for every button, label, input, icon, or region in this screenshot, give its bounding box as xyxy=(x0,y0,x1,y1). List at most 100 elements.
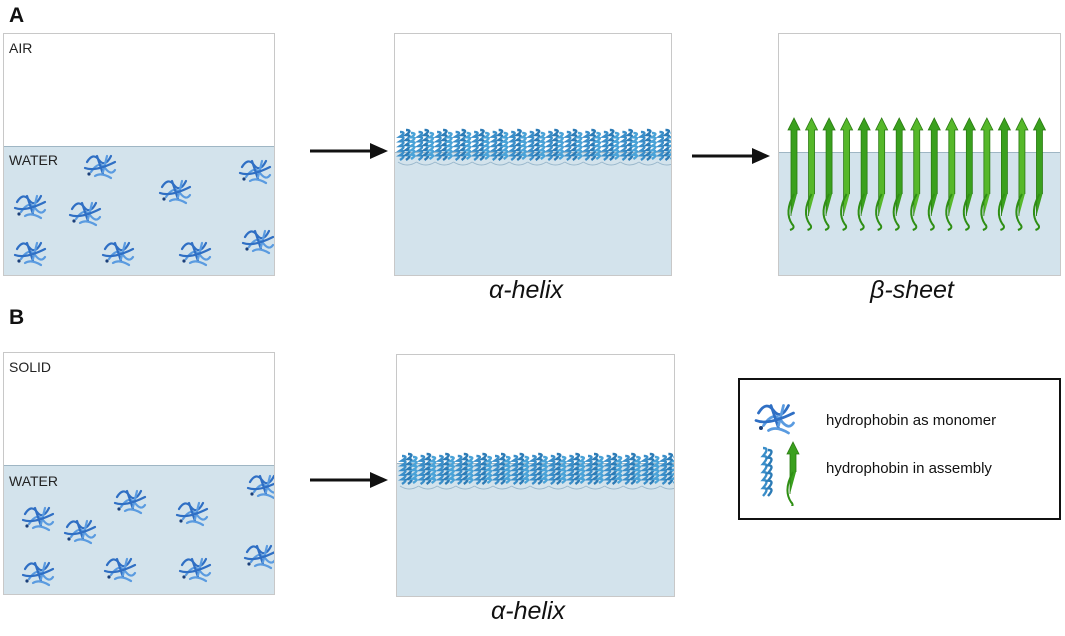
air-water-helix-box xyxy=(394,33,672,276)
helix-loop xyxy=(434,161,454,166)
monomer-legend-icon xyxy=(754,404,795,435)
monomer-strand xyxy=(248,178,268,185)
helix-loop xyxy=(660,485,674,490)
beta-strand xyxy=(839,117,854,216)
monomer-strand xyxy=(187,501,197,523)
helix-coil xyxy=(439,128,448,161)
monomer-strand xyxy=(123,508,143,515)
hydrophobin-monomer xyxy=(21,561,55,587)
helix-coil xyxy=(460,452,469,485)
arrow-a1 xyxy=(310,143,388,159)
monomer-strand xyxy=(113,495,147,506)
monomer-strand xyxy=(168,198,188,205)
monomer-strand xyxy=(255,544,265,566)
monomer-strand xyxy=(95,154,105,176)
monomer-strand xyxy=(31,580,51,587)
helix-unit xyxy=(565,452,587,490)
monomer-strand xyxy=(80,201,90,223)
helix-unit xyxy=(525,128,547,166)
monomer-strand xyxy=(258,474,268,496)
helix-loop xyxy=(545,161,566,166)
solid-water-initial-box: SOLID WATER xyxy=(3,352,275,595)
monomer-node xyxy=(17,212,21,216)
helix-coil xyxy=(457,128,467,161)
monomer-node xyxy=(247,562,251,566)
helix-coil xyxy=(538,455,548,485)
helix-coil xyxy=(569,128,578,161)
helix-unit xyxy=(618,128,640,166)
helix-coil xyxy=(643,128,652,161)
beta-loop xyxy=(1032,193,1041,231)
monomer-strand xyxy=(190,241,200,263)
monomer-node xyxy=(67,537,71,541)
water-region xyxy=(4,146,274,275)
helix-coil xyxy=(480,131,490,161)
monomer-strand xyxy=(21,512,55,523)
monomer-strand xyxy=(25,194,35,216)
helix-unit xyxy=(472,452,494,490)
beta-hairpin xyxy=(892,117,906,231)
helix-loop xyxy=(416,161,436,166)
helix-coil xyxy=(402,128,411,161)
helix-coil xyxy=(478,452,488,485)
monomer-strand xyxy=(131,489,139,509)
hydrophobin-monomer xyxy=(241,229,274,255)
water-region xyxy=(397,463,674,596)
monomer-strand xyxy=(101,154,109,174)
helix-coil xyxy=(534,452,543,485)
beta-strand xyxy=(910,117,924,216)
alpha-helix-caption-b: α-helix xyxy=(491,597,565,625)
helix-coil xyxy=(497,452,506,485)
monomer-node xyxy=(179,519,183,523)
helix-unit xyxy=(398,452,419,490)
beta-strand xyxy=(980,117,994,216)
helix-coil xyxy=(515,452,525,485)
helix-loop xyxy=(585,485,605,490)
helix-unit xyxy=(435,452,457,490)
helix-coil xyxy=(483,455,493,485)
monomer-strand xyxy=(754,411,795,424)
legend-box: hydrophobin as monomer hydrophobin in as… xyxy=(738,378,1061,520)
beta-strand xyxy=(892,117,906,216)
hydrophobin-monomer xyxy=(21,506,55,532)
monomer-strand xyxy=(196,241,204,261)
helix-unit xyxy=(562,128,584,166)
monomer-strand xyxy=(264,474,272,494)
helix-coil xyxy=(636,130,646,161)
monomer-strand xyxy=(243,551,274,561)
monomer-strand xyxy=(176,179,184,199)
helix-coil xyxy=(584,454,593,485)
helix-coil xyxy=(435,454,444,485)
hydrophobin-monomer xyxy=(246,474,274,500)
beta-strand xyxy=(787,117,801,216)
beta-loop xyxy=(910,193,918,231)
helix-coil xyxy=(631,455,641,485)
monomer-strand xyxy=(31,241,39,261)
monomer-strand xyxy=(33,561,43,583)
monomer-strand xyxy=(63,525,97,536)
hydrophobin-monomer xyxy=(63,519,97,545)
helix-loop xyxy=(638,161,658,166)
helix-unit xyxy=(414,128,436,166)
air-label: AIR xyxy=(9,40,33,56)
monomer-strand xyxy=(86,201,94,221)
helix-loop xyxy=(564,161,584,166)
helix-coil xyxy=(581,130,591,161)
helix-coil xyxy=(398,454,407,485)
beta-hairpin xyxy=(980,117,994,231)
water-label: WATER xyxy=(9,473,58,489)
monomer-strand xyxy=(25,241,35,263)
beta-loop xyxy=(787,193,795,231)
beta-strand xyxy=(875,117,889,216)
beta-loop xyxy=(840,193,848,231)
monomer-strand xyxy=(39,561,47,581)
beta-hairpin xyxy=(997,117,1012,231)
monomer-strand xyxy=(178,563,212,574)
monomer-node xyxy=(117,507,121,511)
helix-coil xyxy=(433,130,442,161)
helix-coil xyxy=(618,130,628,161)
hydrophobin-monomer xyxy=(13,194,47,220)
helix-unit xyxy=(658,452,674,490)
helix-loop xyxy=(508,161,529,166)
hydrophobin-monomer xyxy=(103,557,137,583)
